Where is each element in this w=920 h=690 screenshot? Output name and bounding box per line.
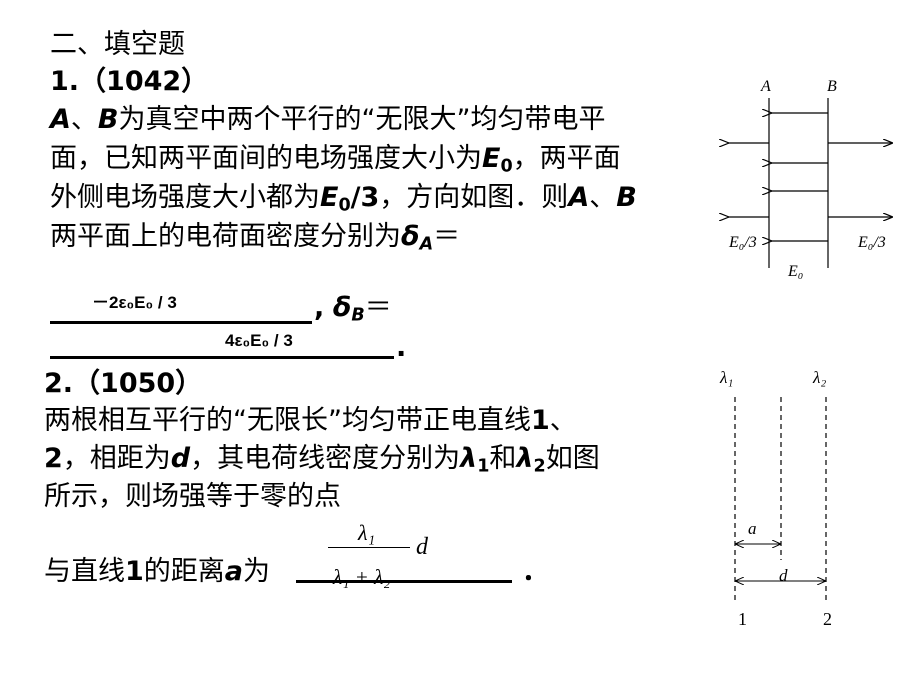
- q2-line-4-mid: 的距离: [143, 556, 225, 587]
- q2-answer-fraction-bar: [328, 547, 410, 548]
- q1-line-1-text: 为真空中两个平行的“无限大”均匀带电平: [118, 104, 606, 135]
- q1-e0-subscript: 0: [500, 156, 513, 177]
- q2-line-number-1b: 1: [125, 556, 144, 587]
- q1-plane-a-label-2: A: [568, 182, 590, 213]
- q2-answer-underline: [296, 580, 512, 583]
- q2-line-2-text: ，相距为: [62, 443, 171, 474]
- q2-line-2-tail: 如图: [545, 443, 600, 474]
- q2-lambda1-subscript: 1: [477, 456, 490, 477]
- fig2-label-a: a: [748, 519, 757, 538]
- q2-line-3: 所示，则场强等于零的点: [44, 481, 341, 512]
- fig2-label-lambda1: λ₁: [720, 368, 734, 387]
- q2-line-4-tail: 为: [243, 556, 271, 587]
- fig1-label-right: E₀/3: [858, 234, 886, 251]
- q1-line-1: A、B为真空中两个平行的“无限大”均匀带电平: [50, 104, 605, 136]
- q1-line-3-mid: ，方向如图．则: [379, 182, 569, 213]
- q2-number: 2.（1050）: [44, 368, 203, 399]
- q2-line-4-text: 与直线: [44, 556, 125, 587]
- q2-line-number-2: 2: [44, 443, 63, 474]
- fig1-label-a: A: [761, 78, 771, 95]
- q1-answer-b-underline: [50, 356, 394, 359]
- q1-line-4-text: 两平面上的电荷面密度分别为: [50, 221, 401, 252]
- q1-e0-symbol: E: [482, 143, 501, 174]
- q1-line-2-tail: ，两平面: [512, 143, 621, 174]
- q2-line-1-text: 两根相互平行的“无限长”均匀带正电直线: [44, 405, 531, 436]
- q1-answer-a-underline: [50, 321, 312, 324]
- q1-line-3-text: 外侧电场强度大小都为: [50, 182, 320, 213]
- q2-line-1: 两根相互平行的“无限长”均匀带正电直线1、: [44, 405, 577, 437]
- q1-equals-a: ＝: [433, 221, 461, 252]
- q1-separator: 、: [70, 104, 98, 135]
- q2-line-1-tail: 、: [549, 405, 577, 436]
- q2-answer-numerator: λ₁: [358, 520, 376, 545]
- fig2-label-d: d: [779, 566, 788, 585]
- fig2-label-lambda2: λ₂: [813, 368, 827, 387]
- q2-lambda2-subscript: 2: [533, 456, 546, 477]
- q1-e0-symbol-2: E: [320, 182, 339, 213]
- q1-plane-b-label-2: B: [616, 182, 637, 213]
- q1-number: 1.（1042）: [50, 66, 209, 97]
- q2-line-number-1: 1: [530, 405, 550, 436]
- q2-and: 和: [489, 443, 517, 474]
- q1-e0-subscript-2: 0: [338, 195, 351, 216]
- section-title: 二、填空题: [50, 29, 185, 60]
- q1-answer-a: －2ε₀E₀ / 3: [92, 293, 177, 312]
- q2-lambda1-symbol: λ: [460, 443, 478, 474]
- q1-field-figure: [722, 98, 902, 268]
- q1-period: .: [396, 332, 407, 363]
- q2-a-symbol: a: [224, 556, 244, 587]
- q1-delta-a-subscript: A: [419, 234, 434, 255]
- q2-lambda2-symbol: λ: [516, 443, 534, 474]
- q2-answer-denominator: λ₁ + λ₂: [333, 565, 391, 589]
- q1-fraction: /3: [350, 182, 380, 213]
- fig1-label-left: E₀/3: [729, 234, 757, 251]
- q1-answer-b: 4ε₀E₀ / 3: [225, 331, 293, 350]
- q1-plane-a-label: A: [50, 104, 71, 135]
- q1-delta-a-symbol: δ: [401, 221, 420, 252]
- q1-separator-2: 、: [589, 182, 617, 213]
- fig2-label-2: 2: [823, 609, 832, 629]
- q1-line-2: 面，已知两平面间的电场强度大小为E0，两平面: [50, 143, 621, 175]
- q2-period: ．: [522, 556, 549, 587]
- q1-delta-b-symbol: δ: [332, 292, 352, 323]
- q2-d-symbol: d: [170, 443, 191, 474]
- q1-line-2-text: 面，已知两平面间的电场强度大小为: [50, 143, 482, 174]
- q2-line-2-mid: ，其电荷线密度分别为: [190, 443, 461, 474]
- fig2-label-1: 1: [738, 609, 747, 629]
- q2-line-4: 与直线1的距离a为: [44, 556, 270, 588]
- q2-answer-factor: d: [416, 534, 428, 560]
- q1-line-3: 外侧电场强度大小都为E0/3，方向如图．则A、B: [50, 182, 637, 214]
- q1-equals-b: ＝: [364, 292, 392, 323]
- q1-plane-b-label: B: [97, 104, 119, 135]
- fig1-label-b: B: [827, 78, 837, 95]
- fig1-label-mid: E₀: [788, 263, 804, 280]
- q1-delta-b-subscript: B: [351, 305, 365, 326]
- q1-line-4: 两平面上的电荷面密度分别为δA＝: [50, 221, 460, 253]
- q1-comma: ,: [314, 292, 325, 323]
- q1-line-5: , δB＝: [314, 292, 392, 324]
- q2-lines-figure: [734, 397, 827, 603]
- q2-line-2: 2，相距为d，其电荷线密度分别为λ1和λ2如图: [44, 443, 600, 475]
